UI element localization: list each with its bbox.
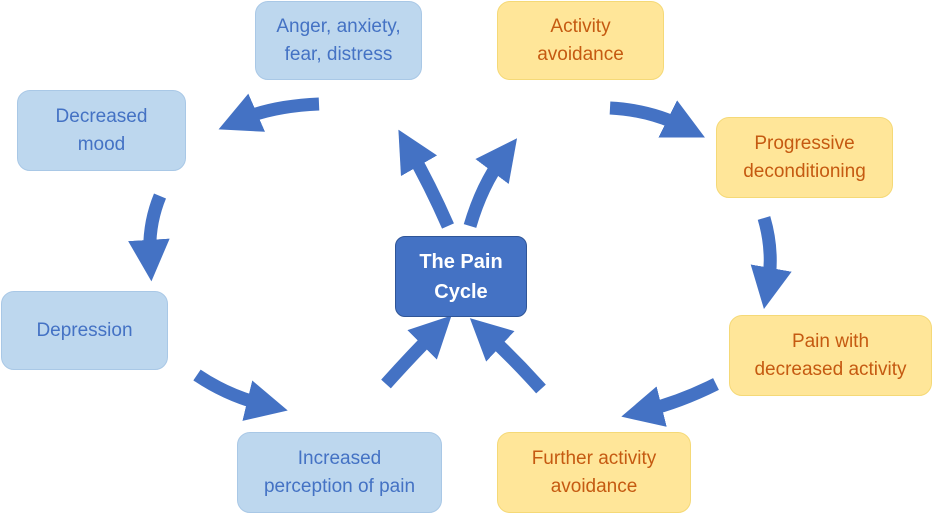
center-node-pain-cycle: The Pain Cycle [395, 236, 527, 317]
arrow-increased-perception-to-center [381, 315, 452, 389]
node-label-line2: avoidance [537, 43, 624, 65]
node-anger-anxiety-fear-distress: Anger, anxiety, fear, distress [255, 1, 422, 80]
node-further-activity-avoidance: Further activity avoidance [497, 432, 691, 513]
center-title-line1: The Pain [419, 250, 503, 273]
arrow-center-to-activity-avoidance [463, 138, 518, 228]
node-label-line2: avoidance [550, 475, 638, 497]
node-increased-perception-of-pain: Increased perception of pain [237, 432, 442, 513]
arrow-deconditioning-to-pain-with-decreased-activity [750, 216, 792, 310]
arrow-anger-to-decreased-mood [218, 93, 320, 132]
node-depression: Depression [1, 291, 168, 370]
node-activity-avoidance: Activity avoidance [497, 1, 664, 80]
arrow-activity-avoidance-to-deconditioning [609, 100, 705, 138]
node-label-line1: Anger, anxiety, [276, 15, 401, 37]
node-label-line2: fear, distress [284, 43, 393, 65]
node-decreased-mood: Decreased mood [17, 90, 186, 171]
node-label-line1: Depression [36, 319, 133, 341]
node-label-line1: Further activity [531, 447, 657, 469]
node-label-line1: Decreased [55, 105, 148, 127]
arrow-decreased-mood-to-depression [128, 193, 170, 282]
center-title-line2: Cycle [434, 280, 488, 303]
node-label-line2: deconditioning [743, 160, 866, 182]
node-label-line2: perception of pain [263, 475, 416, 497]
node-progressive-deconditioning: Progressive deconditioning [716, 117, 893, 198]
arrow-further-avoidance-to-center [469, 318, 546, 394]
node-label-line2: mood [77, 133, 126, 155]
node-pain-with-decreased-activity: Pain with decreased activity [729, 315, 932, 396]
arrow-pain-with-decreased-activity-to-further-avoidance [621, 378, 719, 427]
node-label-line1: Progressive [754, 132, 855, 154]
arrow-center-to-anger [398, 129, 454, 229]
arrow-depression-to-increased-perception [193, 369, 288, 421]
node-label-line1: Increased [297, 447, 382, 469]
node-label-line1: Activity [550, 15, 611, 37]
node-label-line1: Pain with [791, 330, 870, 352]
node-label-line2: decreased activity [754, 358, 907, 380]
